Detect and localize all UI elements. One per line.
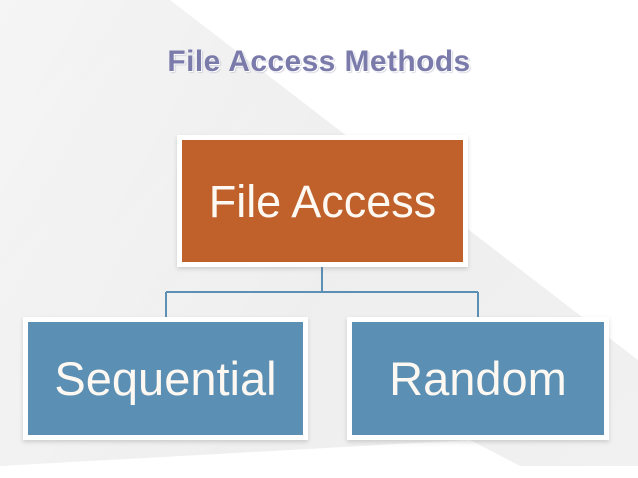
node-sequential-label: Sequential: [54, 352, 277, 405]
node-sequential[interactable]: Sequential: [23, 317, 308, 440]
node-random[interactable]: Random: [347, 317, 609, 440]
node-file-access[interactable]: File Access: [177, 135, 468, 267]
node-random-label: Random: [389, 352, 567, 405]
node-file-access-label: File Access: [208, 175, 437, 227]
slide-title: File Access Methods: [167, 45, 471, 78]
